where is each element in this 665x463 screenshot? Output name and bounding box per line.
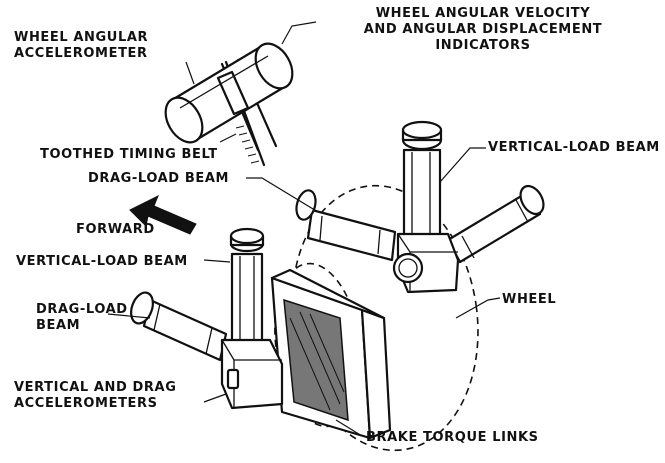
label-wheel: WHEEL [502, 292, 557, 307]
label-accelerometers: ACCELEROMETERS [14, 396, 158, 411]
label-forward: FORWARD [76, 222, 155, 237]
label-brake-torque-links: BRAKE TORQUE LINKS [366, 430, 539, 445]
label-beam: BEAM [36, 318, 81, 333]
leader-lines [107, 21, 501, 437]
forward-arrow-icon [129, 194, 197, 235]
wheel-angular-accelerometer [164, 42, 294, 144]
drag-load-beam-right-part [446, 184, 545, 264]
drag-load-beam-left-part [130, 291, 228, 362]
brake-torque-plate [270, 268, 392, 440]
label-velocity-indicators-2: AND ANGULAR DISPLACEMENT [363, 22, 603, 37]
label-drag-load: DRAG-LOAD [36, 302, 128, 317]
label-drag-load-beam-top: DRAG-LOAD BEAM [88, 171, 230, 186]
label-vertical-load-beam-right: VERTICAL-LOAD BEAM [488, 140, 660, 155]
label-toothed-timing-belt: TOOTHED TIMING BELT [40, 147, 218, 162]
label-vertical-load-beam-left: VERTICAL-LOAD BEAM [16, 254, 188, 269]
hub-block-left [220, 338, 284, 410]
label-velocity-indicators-1: WHEEL ANGULAR VELOCITY [375, 6, 591, 21]
label-wheel-angular: WHEEL ANGULAR [14, 30, 149, 45]
hub-block-top [392, 232, 460, 294]
drag-load-beam-top-part [295, 189, 397, 262]
vertical-load-beam-left-part [229, 227, 265, 356]
label-accelerometer: ACCELEROMETER [14, 46, 148, 61]
vertical-load-beam-right-part [401, 120, 443, 240]
label-vertical-and-drag: VERTICAL AND DRAG [14, 380, 177, 395]
label-velocity-indicators-3: INDICATORS [435, 38, 531, 53]
